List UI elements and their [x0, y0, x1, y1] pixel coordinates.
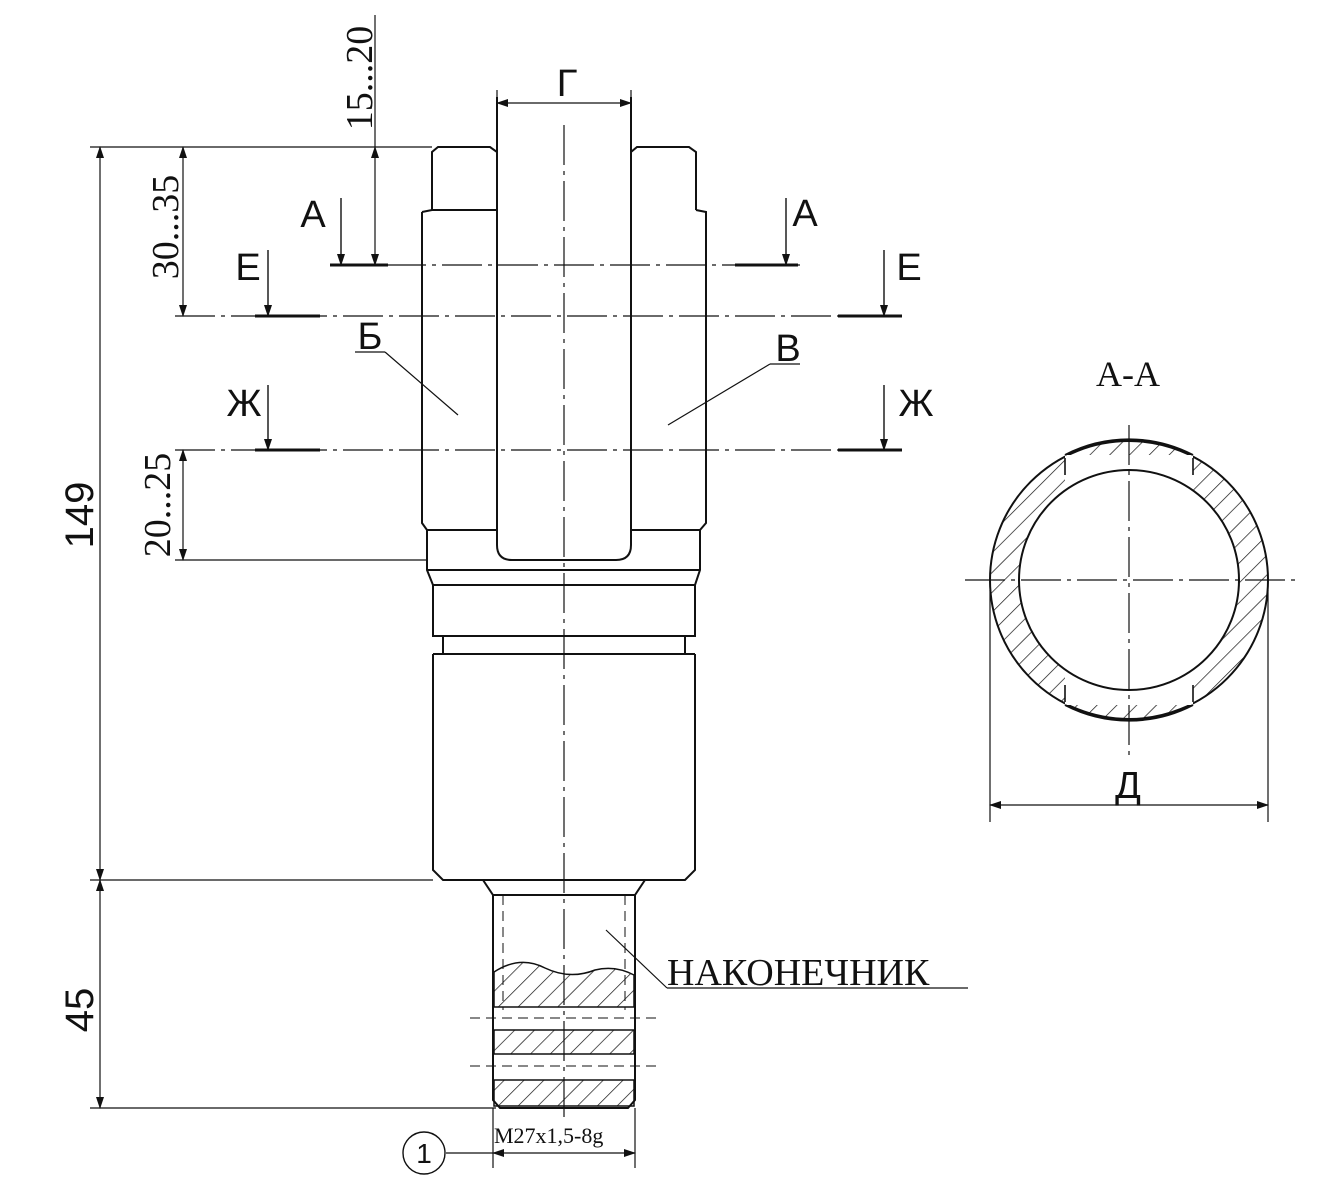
dimension-lines	[90, 15, 968, 1168]
dim-slot-width: Г	[557, 63, 578, 105]
dim-section-offset: 30...35	[145, 175, 187, 280]
section-mark-a-right: А	[792, 193, 818, 235]
surface-label-right: В	[775, 328, 800, 370]
section-mark-zh-left: Ж	[226, 383, 261, 425]
part-label: НАКОНЕЧНИК	[667, 952, 930, 994]
callout-circle	[402, 1131, 446, 1175]
thread-hatch	[470, 895, 656, 1107]
dim-total-length: 149	[58, 482, 102, 549]
section-mark-a-left: А	[300, 194, 326, 236]
dim-slot-depth: 15...20	[339, 26, 381, 131]
section-mark-e-right: Е	[896, 247, 921, 289]
thread-spec: M27x1,5-8g	[494, 1123, 603, 1148]
section-mark-zh-right: Ж	[898, 383, 933, 425]
section-view	[965, 425, 1300, 822]
dim-section-bottom: 20...25	[137, 453, 179, 558]
dim-thread-length: 45	[58, 988, 102, 1033]
dim-outer-diameter: Д	[1115, 765, 1141, 807]
surface-label-left: Б	[358, 316, 383, 358]
section-view-title: А-А	[1096, 354, 1160, 394]
section-lines	[175, 198, 902, 452]
section-mark-e-left: Е	[235, 247, 260, 289]
callout-number: 1	[416, 1138, 432, 1169]
